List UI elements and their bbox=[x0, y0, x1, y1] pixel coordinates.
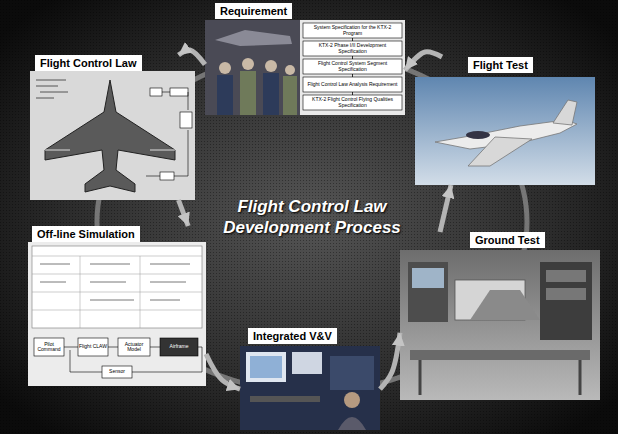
ground-test-photo bbox=[400, 250, 600, 400]
figure-label: Sensor bbox=[103, 367, 131, 377]
figure-label: Airframe bbox=[161, 339, 197, 355]
control-law-figure bbox=[30, 71, 195, 200]
figure-label: KTX-2 Phase I/II Development Specificati… bbox=[304, 42, 401, 55]
step-heading: Integrated V&V bbox=[248, 328, 337, 344]
process-step: Ground Test bbox=[400, 232, 600, 400]
step-heading: Flight Control Law bbox=[35, 55, 142, 71]
verification-room-photo bbox=[240, 346, 380, 430]
figure-label: System Specification for the KTX-2 Progr… bbox=[304, 24, 401, 37]
figure-label: Flight CLAW bbox=[79, 339, 107, 355]
process-arrow bbox=[179, 200, 189, 226]
figure-label: KTX-2 Flight Control Flying Qualities Sp… bbox=[304, 96, 401, 109]
figure-label: Actuator Model bbox=[119, 339, 149, 355]
simulation-figure bbox=[28, 242, 206, 386]
step-heading: Requirement bbox=[215, 3, 292, 19]
process-arrow bbox=[179, 50, 206, 65]
step-heading: Ground Test bbox=[470, 232, 545, 248]
requirement-photo bbox=[205, 20, 405, 115]
step-heading: Off-line Simulation bbox=[32, 226, 140, 242]
process-step: Off-line Simulation bbox=[28, 226, 206, 386]
diagram-title: Flight Control Law Development Process bbox=[207, 196, 417, 238]
process-arrow bbox=[206, 354, 240, 389]
process-step: Flight Control Law bbox=[30, 55, 195, 200]
process-arrow bbox=[440, 185, 451, 232]
flight-test-photo bbox=[415, 77, 595, 185]
connector-layer bbox=[179, 50, 452, 389]
process-arrow bbox=[405, 52, 442, 70]
figure-label: Flight Control System Segment Specificat… bbox=[304, 60, 401, 73]
figure-label: Pilot Command bbox=[35, 339, 63, 355]
figure-label: Flight Control Law Analysis Requirement bbox=[304, 78, 401, 91]
process-step: Integrated V&V bbox=[240, 328, 380, 430]
step-heading: Flight Test bbox=[468, 57, 533, 73]
process-step: Flight Test bbox=[415, 57, 595, 185]
process-arrow bbox=[380, 333, 400, 389]
